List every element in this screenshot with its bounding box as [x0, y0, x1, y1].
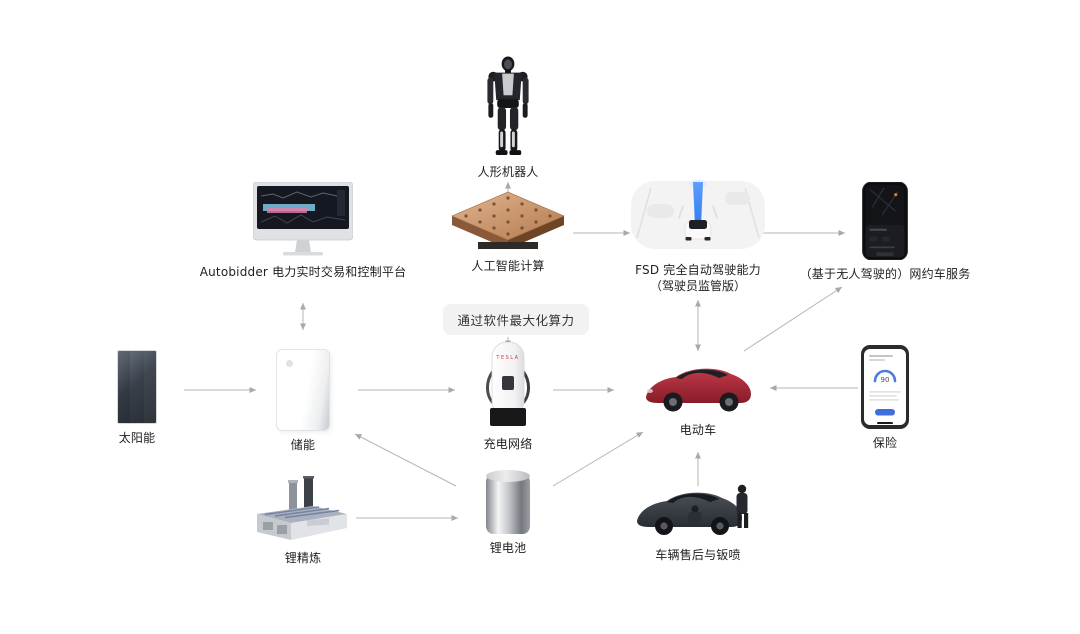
node-insurance: 90 保险 [845, 345, 925, 451]
node-autobidder: Autobidder 电力实时交易和控制平台 [178, 182, 428, 280]
battery-cell-icon [486, 470, 530, 534]
arrow-battery-to-ev [552, 431, 644, 487]
ai-computing-label: 人工智能计算 [471, 259, 545, 273]
fsd-scene-icon [623, 178, 773, 256]
ev-label: 电动车 [679, 423, 717, 437]
autobidder-label: Autobidder 电力实时交易和控制平台 [199, 265, 407, 279]
robot-label: 人形机器人 [477, 165, 539, 179]
refining-label: 锂精炼 [284, 551, 322, 565]
battery-label: 锂电池 [489, 541, 527, 555]
fsd-label-line2: （驾驶员监管版） [649, 279, 746, 294]
node-humanoid-robot: 人形机器人 [448, 56, 568, 180]
node-battery: 锂电池 [468, 470, 548, 556]
storage-label: 储能 [290, 438, 316, 452]
ridehailing-phone-icon [862, 182, 908, 260]
ridehailing-label: （基于无人驾驶的）网约车服务 [799, 267, 971, 281]
solar-label: 太阳能 [118, 431, 156, 445]
node-fsd: FSD 完全自动驾驶能力 （驾驶员监管版） [608, 178, 788, 294]
arrow-battery-to-storage [354, 433, 457, 487]
charging-label: 充电网络 [483, 437, 533, 451]
insurance-phone-icon: 90 [861, 345, 909, 429]
node-storage: 储能 [263, 349, 343, 453]
node-ai-computing: 人工智能计算 [438, 190, 578, 274]
red-car-icon [639, 358, 757, 416]
software-maximize-badge: 通过软件最大化算力 [443, 304, 589, 335]
factory-icon [251, 476, 355, 544]
fsd-label-line1: FSD 完全自动驾驶能力 [635, 263, 761, 277]
node-charging: TESLA 充电网络 [463, 342, 553, 452]
node-ridehailing: （基于无人驾驶的）网约车服务 [783, 182, 987, 282]
node-aftersales: 车辆售后与钣喷 [623, 479, 773, 563]
insurance-score-text: 90 [881, 376, 890, 384]
monitor-icon [253, 182, 353, 258]
supercharger-brand-text: TESLA [495, 355, 519, 361]
humanoid-robot-icon [480, 56, 536, 158]
powerwall-icon [276, 349, 330, 431]
service-car-icon [629, 479, 767, 541]
dojo-tile-icon [448, 190, 568, 252]
solar-panel-icon [117, 350, 157, 424]
node-solar: 太阳能 [97, 350, 177, 446]
arrow-ev-to-ridehailing [743, 286, 843, 352]
node-ev: 电动车 [633, 358, 763, 438]
aftersales-label: 车辆售后与钣喷 [655, 548, 741, 562]
node-refining: 锂精炼 [248, 476, 358, 566]
supercharger-icon: TESLA [476, 342, 540, 430]
insurance-label: 保险 [872, 436, 898, 450]
